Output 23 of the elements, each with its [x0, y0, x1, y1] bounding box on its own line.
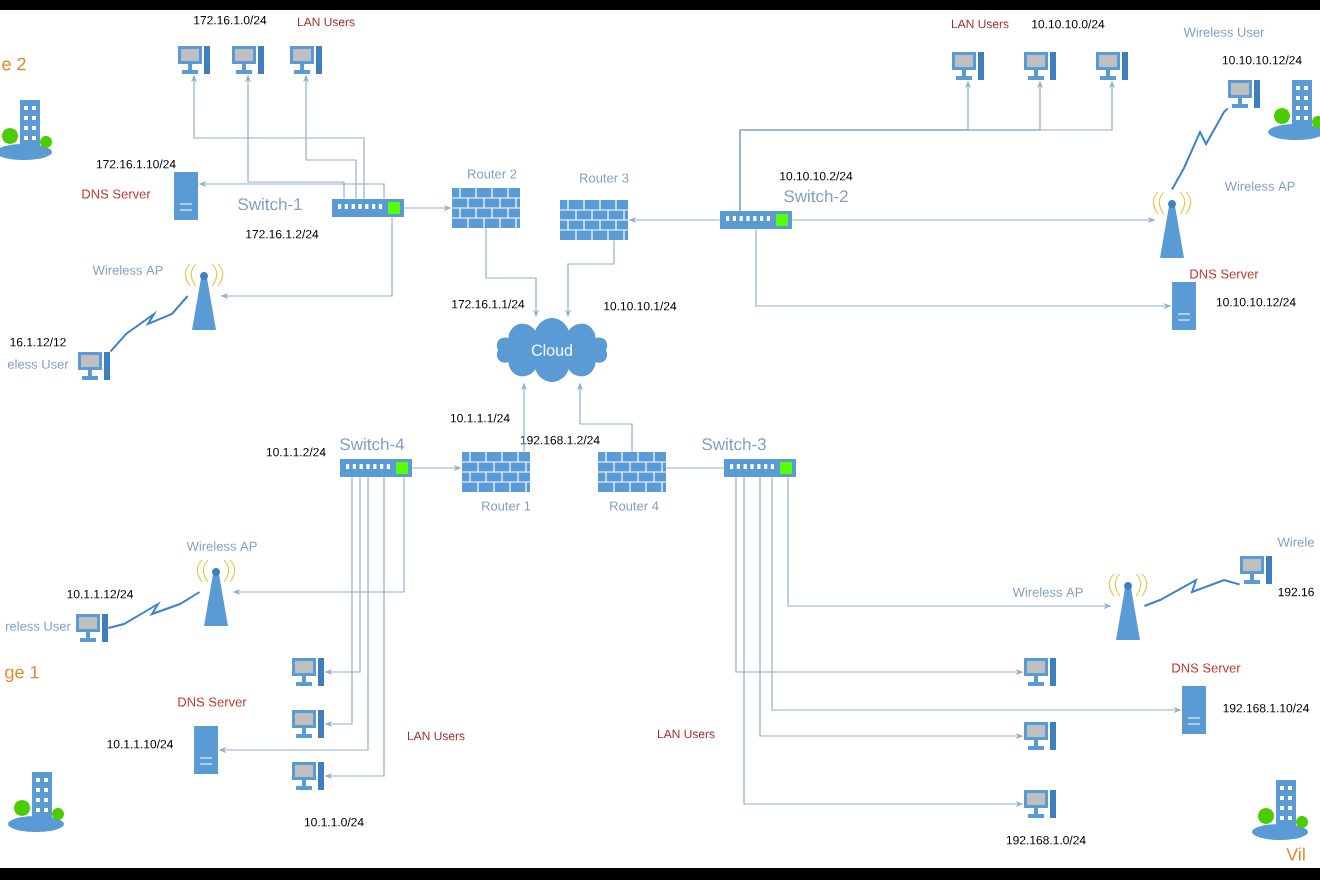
- computer-icon: [1024, 790, 1056, 818]
- computer-icon: [292, 658, 324, 686]
- village-name: Vil: [1286, 847, 1305, 861]
- village-name: ge 1: [5, 665, 39, 683]
- computer-icon: [290, 46, 322, 74]
- computer-icon: [1024, 52, 1056, 80]
- device-label: Switch-2: [784, 189, 848, 203]
- wireless-link: [107, 591, 201, 629]
- wireless-link: [1171, 107, 1229, 191]
- device-label: Switch-4: [340, 437, 405, 451]
- wireless-link: [109, 295, 189, 353]
- computer-icon: [292, 762, 324, 790]
- computer-icon: [1024, 658, 1056, 686]
- device-label: Switch-1: [238, 197, 302, 211]
- device-label: Switch-3: [702, 437, 766, 451]
- computer-icon: [232, 46, 264, 74]
- computer-icon: [1024, 722, 1056, 750]
- village-name: e 2: [2, 57, 26, 71]
- computer-icon: [178, 46, 210, 74]
- computer-icon: [1096, 52, 1128, 80]
- computer-icon: [952, 52, 984, 80]
- wireless-link: [1143, 577, 1241, 607]
- computer-icon: [292, 710, 324, 738]
